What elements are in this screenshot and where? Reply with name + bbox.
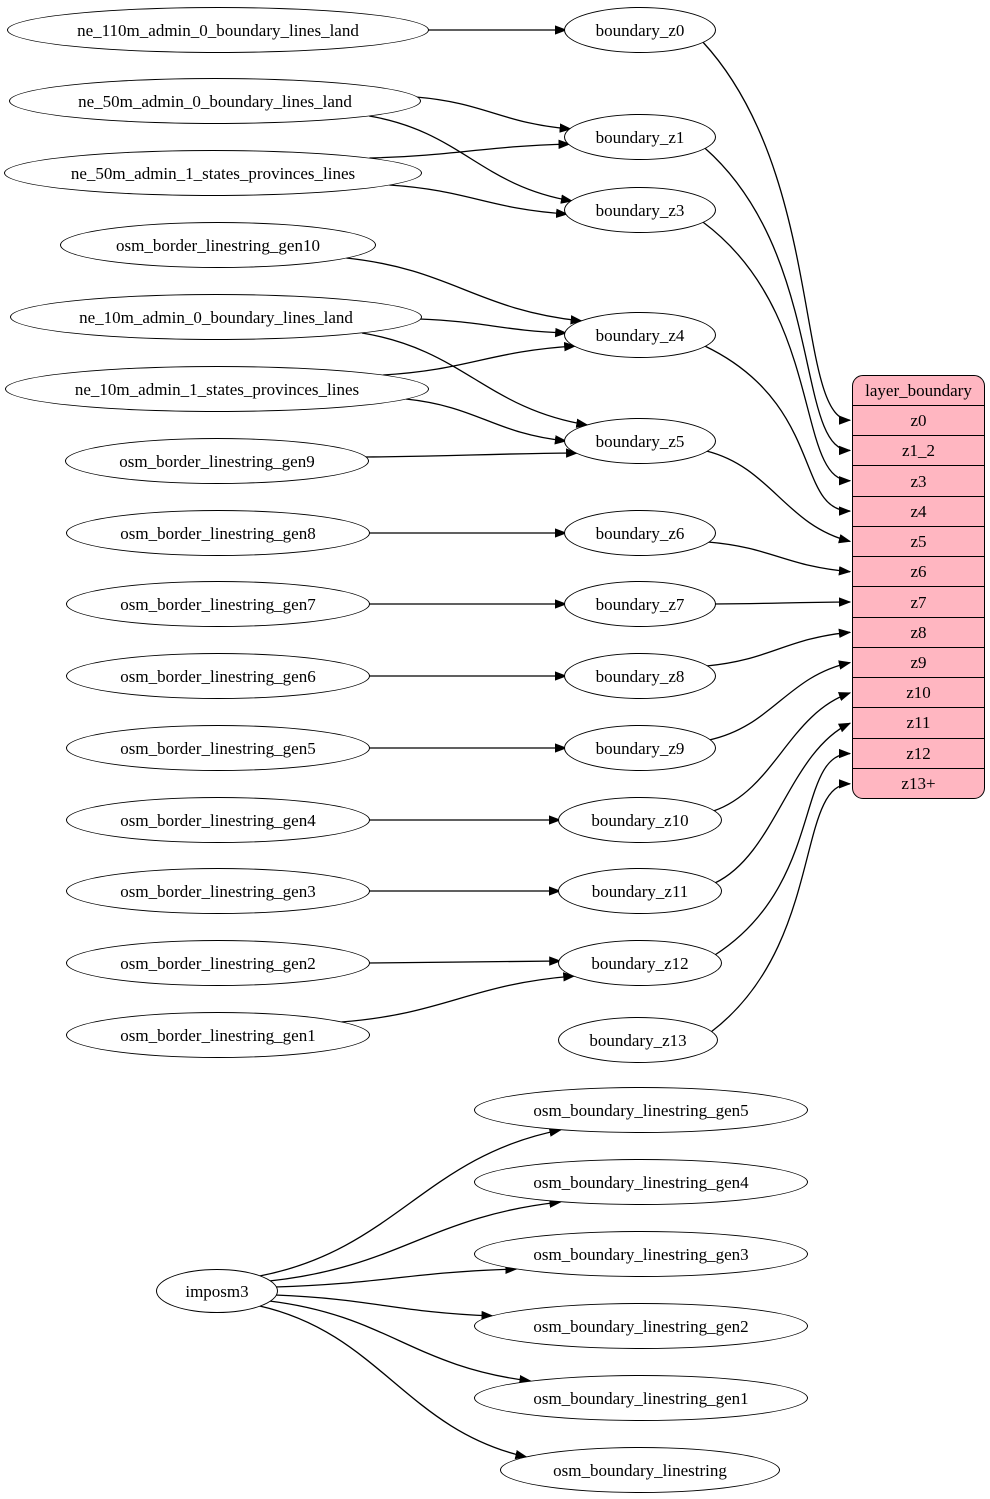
edge-ne_50m_admin_0_boundary_lines_land-to-boundary_z3 — [369, 115, 574, 204]
node-ne_10m_admin_1_states_provinces_lines: ne_10m_admin_1_states_provinces_lines — [5, 366, 429, 412]
node-boundary_z5: boundary_z5 — [564, 418, 716, 464]
edge-imposm3-to-osm_boundary_linestring_gen2 — [274, 1294, 494, 1321]
record-row-z6: z6 — [853, 557, 984, 588]
record-row-z8: z8 — [853, 618, 984, 648]
node-osm_border_linestring_gen5: osm_border_linestring_gen5 — [66, 725, 370, 771]
edge-boundary_z5-to-layer_boundary-z5 — [706, 450, 852, 544]
node-osm_border_linestring_gen8: osm_border_linestring_gen8 — [66, 510, 370, 556]
edge-osm_border_linestring_gen10-to-boundary_z4 — [346, 257, 583, 325]
edge-boundary_z6-to-layer_boundary-z6 — [707, 541, 852, 576]
edge-imposm3-to-osm_boundary_linestring_gen5 — [259, 1127, 562, 1277]
node-osm_boundary_linestring_gen1: osm_boundary_linestring_gen1 — [474, 1375, 808, 1421]
node-boundary_z7: boundary_z7 — [564, 581, 716, 627]
node-osm_boundary_linestring_gen4: osm_boundary_linestring_gen4 — [474, 1159, 808, 1205]
record-row-z12: z12 — [853, 739, 984, 769]
node-osm_boundary_linestring_gen2: osm_boundary_linestring_gen2 — [474, 1303, 808, 1349]
edge-boundary_z7-to-layer_boundary-z7 — [713, 597, 852, 607]
record-row-z9: z9 — [853, 648, 984, 679]
edge-boundary_z9-to-layer_boundary-z9 — [709, 660, 852, 741]
record-row-z4: z4 — [853, 497, 984, 527]
edge-boundary_z4-to-layer_boundary-z4 — [704, 345, 852, 516]
edge-boundary_z12-to-layer_boundary-z12 — [714, 748, 852, 956]
node-ne_10m_admin_0_boundary_lines_land: ne_10m_admin_0_boundary_lines_land — [10, 294, 422, 340]
node-boundary_z0: boundary_z0 — [564, 7, 716, 53]
node-ne_50m_admin_0_boundary_lines_land: ne_50m_admin_0_boundary_lines_land — [9, 78, 421, 124]
edge-ne_50m_admin_1_states_provinces_lines-to-boundary_z3 — [389, 184, 569, 218]
node-boundary_z10: boundary_z10 — [558, 797, 722, 843]
edge-boundary_z13-to-layer_boundary-z13+ — [710, 779, 852, 1033]
node-boundary_z6: boundary_z6 — [564, 510, 716, 556]
record-row-z11: z11 — [853, 708, 984, 739]
node-ne_50m_admin_1_states_provinces_lines: ne_50m_admin_1_states_provinces_lines — [4, 150, 422, 196]
node-boundary_z12: boundary_z12 — [558, 940, 722, 986]
node-boundary_z11: boundary_z11 — [558, 868, 722, 914]
edge-boundary_z3-to-layer_boundary-z3 — [702, 221, 852, 486]
node-ne_110m_admin_0_boundary_lines_land: ne_110m_admin_0_boundary_lines_land — [7, 7, 429, 53]
edge-imposm3-to-osm_boundary_linestring_gen4 — [269, 1198, 562, 1282]
edge-ne_10m_admin_0_boundary_lines_land-to-boundary_z5 — [361, 332, 589, 428]
record-row-z3: z3 — [853, 466, 984, 497]
edge-imposm3-to-osm_boundary_linestring — [259, 1305, 528, 1460]
edge-boundary_z8-to-layer_boundary-z8 — [706, 628, 852, 667]
record-title: layer_boundary — [853, 376, 984, 406]
edge-osm_border_linestring_gen9-to-boundary_z5 — [364, 448, 579, 458]
node-osm_border_linestring_gen2: osm_border_linestring_gen2 — [66, 940, 370, 986]
edge-boundary_z11-to-layer_boundary-z11 — [714, 722, 852, 884]
node-boundary_z3: boundary_z3 — [564, 187, 716, 233]
record-row-z5: z5 — [853, 527, 984, 558]
record-row-z7: z7 — [853, 587, 984, 618]
node-boundary_z4: boundary_z4 — [564, 312, 716, 358]
edge-ne_10m_admin_0_boundary_lines_land-to-boundary_z4 — [419, 318, 568, 338]
node-osm_boundary_linestring: osm_boundary_linestring — [500, 1447, 780, 1493]
node-imposm3: imposm3 — [156, 1269, 278, 1313]
edge-imposm3-to-osm_boundary_linestring_gen1 — [269, 1300, 532, 1385]
node-osm_border_linestring_gen7: osm_border_linestring_gen7 — [66, 581, 370, 627]
node-boundary_z8: boundary_z8 — [564, 653, 716, 699]
record-row-z0: z0 — [853, 406, 984, 437]
edge-ne_50m_admin_1_states_provinces_lines-to-boundary_z1 — [369, 139, 571, 159]
edge-boundary_z1-to-layer_boundary-z1_2 — [704, 147, 852, 456]
node-osm_border_linestring_gen1: osm_border_linestring_gen1 — [66, 1012, 370, 1058]
node-osm_border_linestring_gen4: osm_border_linestring_gen4 — [66, 797, 370, 843]
edge-boundary_z0-to-layer_boundary-z0 — [702, 41, 852, 425]
node-osm_border_linestring_gen6: osm_border_linestring_gen6 — [66, 653, 370, 699]
node-boundary_z9: boundary_z9 — [564, 725, 716, 771]
edge-ne_50m_admin_0_boundary_lines_land-to-boundary_z1 — [415, 96, 572, 133]
edge-imposm3-to-osm_boundary_linestring_gen3 — [274, 1264, 518, 1288]
edge-osm_border_linestring_gen2-to-boundary_z12 — [367, 956, 562, 966]
record-row-z13+: z13+ — [901, 773, 936, 793]
edge-ne_10m_admin_1_states_provinces_lines-to-boundary_z4 — [383, 341, 577, 376]
node-boundary_z1: boundary_z1 — [564, 114, 716, 160]
record-row-z1_2: z1_2 — [853, 436, 984, 467]
node-osm_border_linestring_gen10: osm_border_linestring_gen10 — [60, 222, 376, 268]
edge-ne_10m_admin_1_states_provinces_lines-to-boundary_z5 — [405, 398, 568, 445]
node-osm_border_linestring_gen9: osm_border_linestring_gen9 — [65, 438, 369, 484]
record-row-z10: z10 — [853, 678, 984, 709]
edge-boundary_z10-to-layer_boundary-z10 — [713, 692, 852, 812]
node-osm_border_linestring_gen3: osm_border_linestring_gen3 — [66, 868, 370, 914]
node-osm_boundary_linestring_gen5: osm_boundary_linestring_gen5 — [474, 1087, 808, 1133]
node-osm_boundary_linestring_gen3: osm_boundary_linestring_gen3 — [474, 1231, 808, 1277]
node-boundary_z13: boundary_z13 — [558, 1017, 718, 1063]
edge-osm_border_linestring_gen1-to-boundary_z12 — [341, 972, 576, 1023]
